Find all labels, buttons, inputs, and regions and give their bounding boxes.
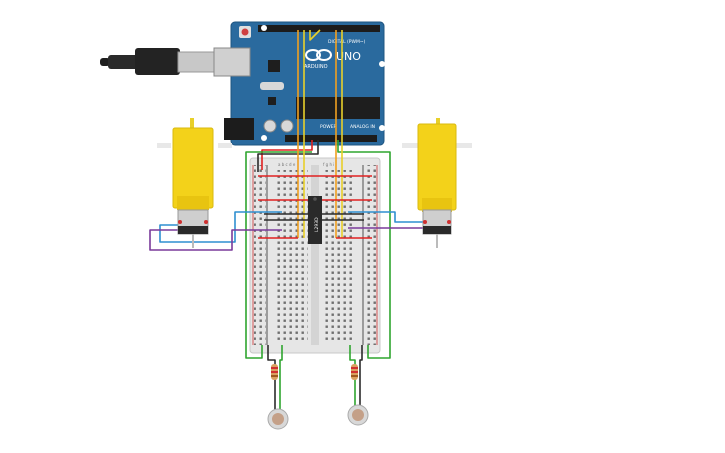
photoresistor-right[interactable] [347, 404, 369, 426]
usb-plug-icon[interactable] [100, 48, 217, 75]
wires [149, 29, 424, 410]
analog-header-label: ANALOG IN [350, 124, 375, 130]
column-letters-right: f g h i j [323, 162, 337, 167]
resistor-left[interactable] [271, 364, 278, 380]
breadboard[interactable]: a b c d e f g h i j [249, 157, 381, 354]
power-header-label: POWER [320, 124, 337, 130]
arduino-uno[interactable]: UNO ARDUINO DIGITAL (PWM~) POWER ANALOG … [213, 21, 385, 146]
column-letters-left: a b c d e [278, 162, 296, 167]
resistor-right[interactable] [351, 364, 358, 380]
l293d-driver[interactable]: L293D [308, 196, 322, 244]
dc-motor-left[interactable] [157, 118, 232, 248]
arduino-brand-label: ARDUINO [304, 64, 328, 70]
digital-header-label: DIGITAL (PWM~) [328, 39, 366, 45]
dc-motor-right[interactable] [402, 118, 472, 248]
arduino-model-label: UNO [336, 50, 361, 63]
l293d-label: L293D [314, 217, 320, 232]
photoresistor-left[interactable] [267, 408, 289, 430]
